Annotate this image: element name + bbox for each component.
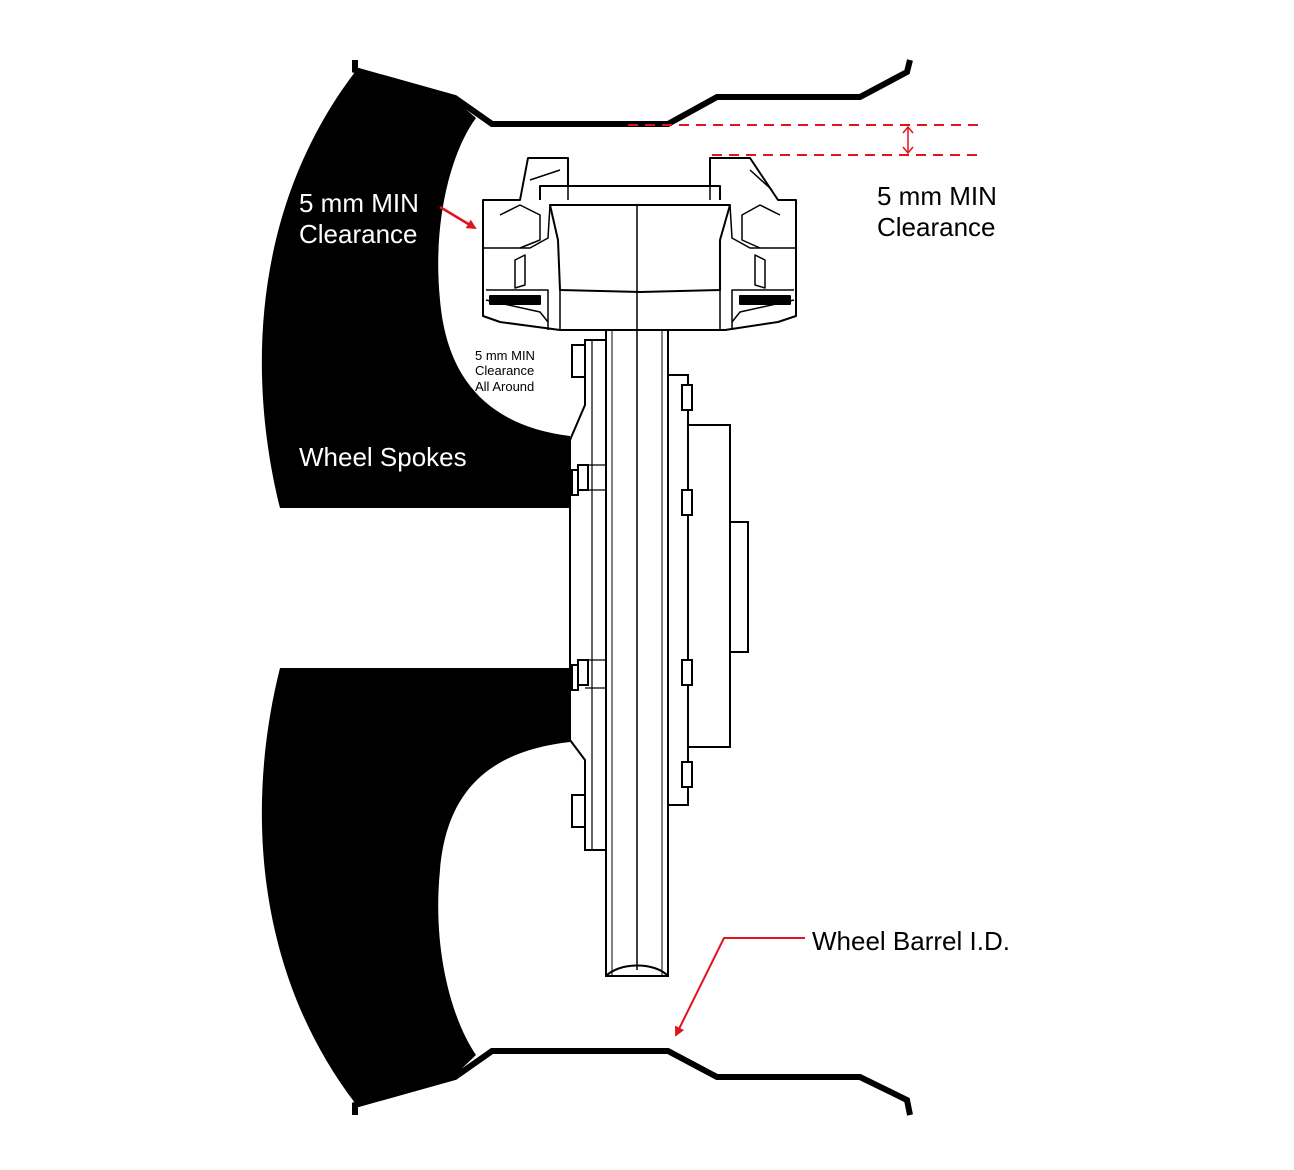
caliper-clearance-label: 5 mm MIN Clearance: [299, 188, 426, 249]
brake-caliper: [482, 157, 797, 331]
barrel-clearance-label: 5 mm MIN Clearance: [877, 181, 1004, 242]
all-around-clearance-label: 5 mm MIN Clearance All Around: [475, 348, 539, 394]
clearance-dimension: [628, 124, 980, 156]
dimension-arrow-down: [902, 146, 914, 155]
wheel-spokes-label: Wheel Spokes: [299, 442, 467, 472]
wheel-barrel-label: Wheel Barrel I.D.: [812, 926, 1010, 956]
wheel-hub: [667, 374, 749, 806]
rotor-hat: [569, 339, 607, 851]
barrel-leader-line: [675, 937, 805, 1037]
wheel-spoke-upper: [261, 72, 570, 508]
wheel-spoke-lower: [261, 668, 570, 1103]
dimension-arrow-up: [902, 125, 914, 134]
brake-rotor: [605, 329, 669, 977]
caliper-clearance-arrow: [439, 205, 477, 230]
wheel-barrel-bottom: [352, 1048, 913, 1116]
